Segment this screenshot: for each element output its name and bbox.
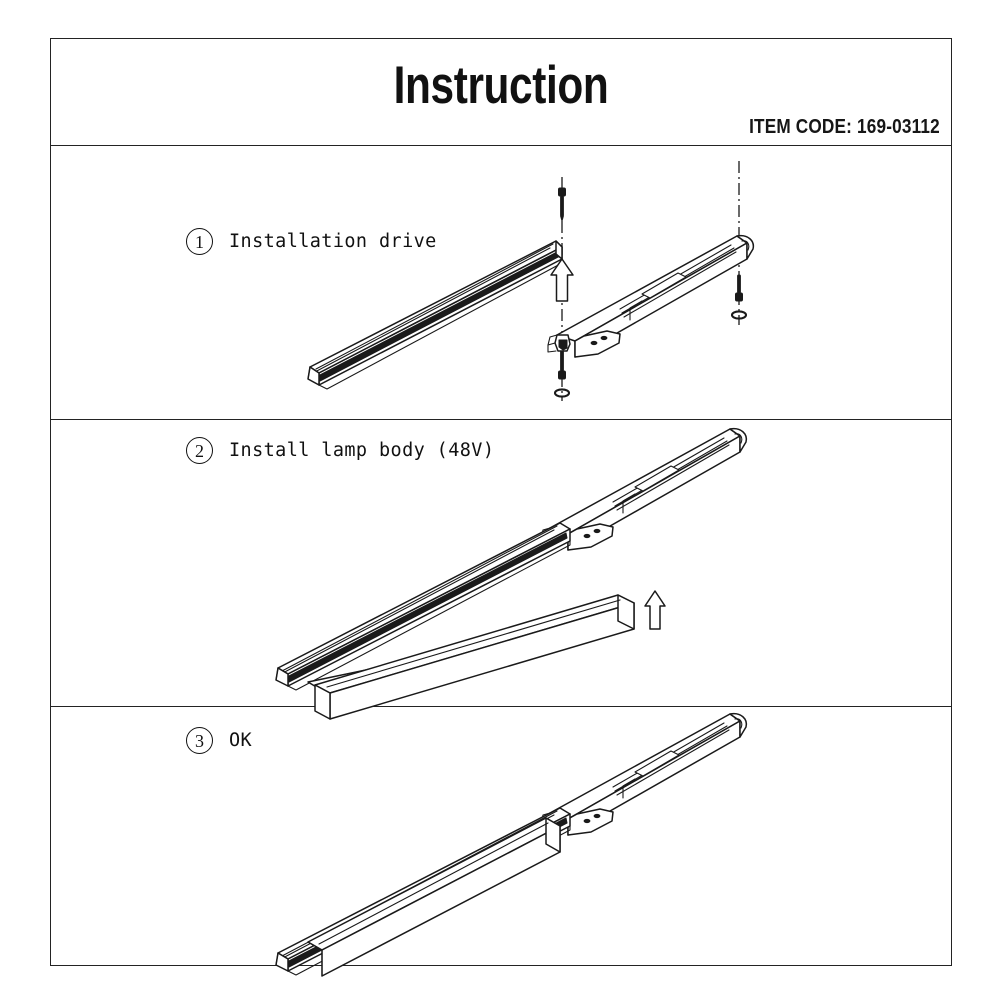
header-divider	[50, 145, 952, 146]
step3-divider	[50, 706, 952, 707]
step-2-caption: 2 Install lamp body (48V)	[186, 437, 494, 464]
step-2-number: 2	[186, 437, 213, 464]
step-2-label: Install lamp body (48V)	[229, 440, 495, 461]
sheet-border	[50, 38, 952, 966]
step-3-number: 3	[186, 727, 213, 754]
step-1-label: Installation drive	[229, 231, 437, 252]
step-1-number: 1	[186, 228, 213, 255]
page-title: Instruction	[393, 56, 609, 115]
item-code-label: ITEM CODE: 169-03112	[749, 116, 940, 138]
step-3-caption: 3 OK	[186, 727, 252, 754]
step2-divider	[50, 419, 952, 420]
step-3-label: OK	[229, 730, 253, 751]
step-1-caption: 1 Installation drive	[186, 228, 437, 255]
